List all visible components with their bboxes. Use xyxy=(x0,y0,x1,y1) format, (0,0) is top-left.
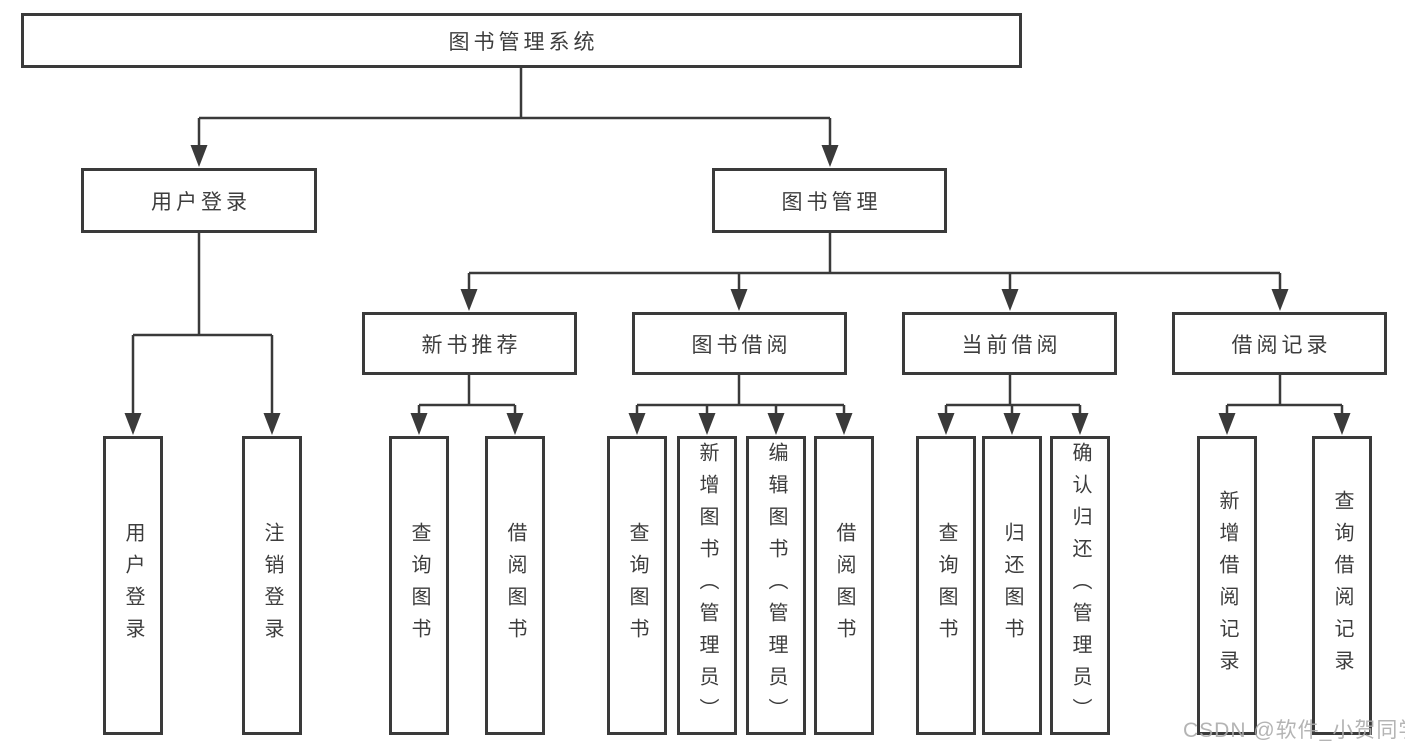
node-borrowing-records-label: 借阅记录 xyxy=(1231,333,1332,357)
leaf-records-query-record: 查询借阅记录 xyxy=(1312,436,1372,735)
node-book-management: 图书管理 xyxy=(712,168,947,233)
leaf-current-return-books: 归还图书 xyxy=(982,436,1042,735)
leaf-current-query-books-label: 查询图书 xyxy=(935,521,957,650)
leaf-current-query-books: 查询图书 xyxy=(916,436,976,735)
csdn-watermark: CSDN @软件_小贺同学 xyxy=(1183,719,1405,742)
node-book-borrowing-label: 图书借阅 xyxy=(691,333,792,357)
leaf-borrow-borrow-books-label: 借阅图书 xyxy=(833,521,855,650)
leaf-borrow-add-books-admin-label: 新增图书（管理员） xyxy=(696,441,718,730)
node-current-borrowing-label: 当前借阅 xyxy=(961,333,1062,357)
leaf-borrow-borrow-books: 借阅图书 xyxy=(814,436,874,735)
arrowheads xyxy=(124,145,1351,435)
leaf-borrow-add-books-admin: 新增图书（管理员） xyxy=(677,436,737,735)
leaf-newbook-query-books-label: 查询图书 xyxy=(408,521,430,650)
node-new-book-recommendation: 新书推荐 xyxy=(362,312,577,375)
node-root-label: 图书管理系统 xyxy=(448,30,599,54)
node-new-book-recommendation-label: 新书推荐 xyxy=(421,333,522,357)
leaf-records-query-record-label: 查询借阅记录 xyxy=(1331,489,1353,682)
node-user-login-label: 用户登录 xyxy=(151,190,251,214)
leaf-newbook-borrow-books: 借阅图书 xyxy=(485,436,545,735)
leaf-borrow-query-books-label: 查询图书 xyxy=(626,521,648,650)
leaf-logout-label: 注销登录 xyxy=(261,521,283,650)
leaf-borrow-edit-books-admin: 编辑图书（管理员） xyxy=(746,436,806,735)
leaf-borrow-edit-books-admin-label: 编辑图书（管理员） xyxy=(765,441,787,730)
leaf-user-login-label: 用户登录 xyxy=(122,521,144,650)
leaf-current-confirm-return-admin-label: 确认归还（管理员） xyxy=(1069,441,1091,730)
node-borrowing-records: 借阅记录 xyxy=(1172,312,1387,375)
node-current-borrowing: 当前借阅 xyxy=(902,312,1117,375)
leaf-newbook-query-books: 查询图书 xyxy=(389,436,449,735)
leaf-newbook-borrow-books-label: 借阅图书 xyxy=(504,521,526,650)
leaf-records-add-record: 新增借阅记录 xyxy=(1197,436,1257,735)
node-book-management-label: 图书管理 xyxy=(781,190,882,214)
node-user-login: 用户登录 xyxy=(81,168,317,233)
leaf-logout: 注销登录 xyxy=(242,436,302,735)
leaf-borrow-query-books: 查询图书 xyxy=(607,436,667,735)
leaf-user-login: 用户登录 xyxy=(103,436,163,735)
node-root: 图书管理系统 xyxy=(21,13,1022,68)
leaf-records-add-record-label: 新增借阅记录 xyxy=(1216,489,1238,682)
leaf-current-confirm-return-admin: 确认归还（管理员） xyxy=(1050,436,1110,735)
node-book-borrowing: 图书借阅 xyxy=(632,312,847,375)
leaf-current-return-books-label: 归还图书 xyxy=(1001,521,1023,650)
